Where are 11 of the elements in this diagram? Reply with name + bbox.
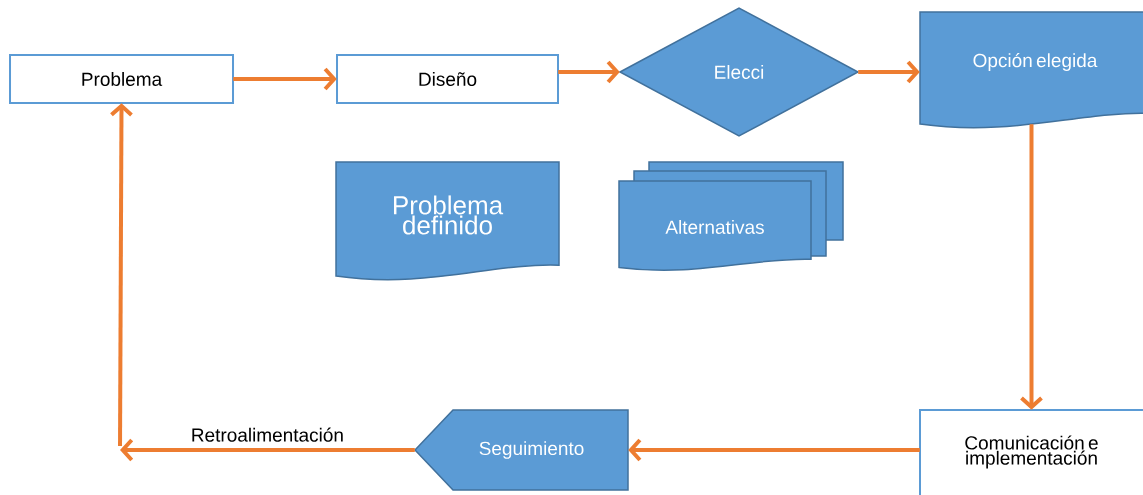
- arrow: [858, 60, 920, 84]
- process-box: Problema: [9, 54, 234, 104]
- process-box: Comunicación e implementación: [919, 409, 1143, 495]
- arrow: [120, 438, 415, 462]
- arrow: [558, 60, 620, 84]
- arrow: [233, 67, 337, 91]
- edge-label: Retroalimentación: [188, 425, 346, 444]
- arrow: [628, 438, 920, 462]
- arrow: [110, 103, 133, 446]
- process-box: Diseño: [336, 54, 559, 104]
- arrow: [1020, 124, 1043, 410]
